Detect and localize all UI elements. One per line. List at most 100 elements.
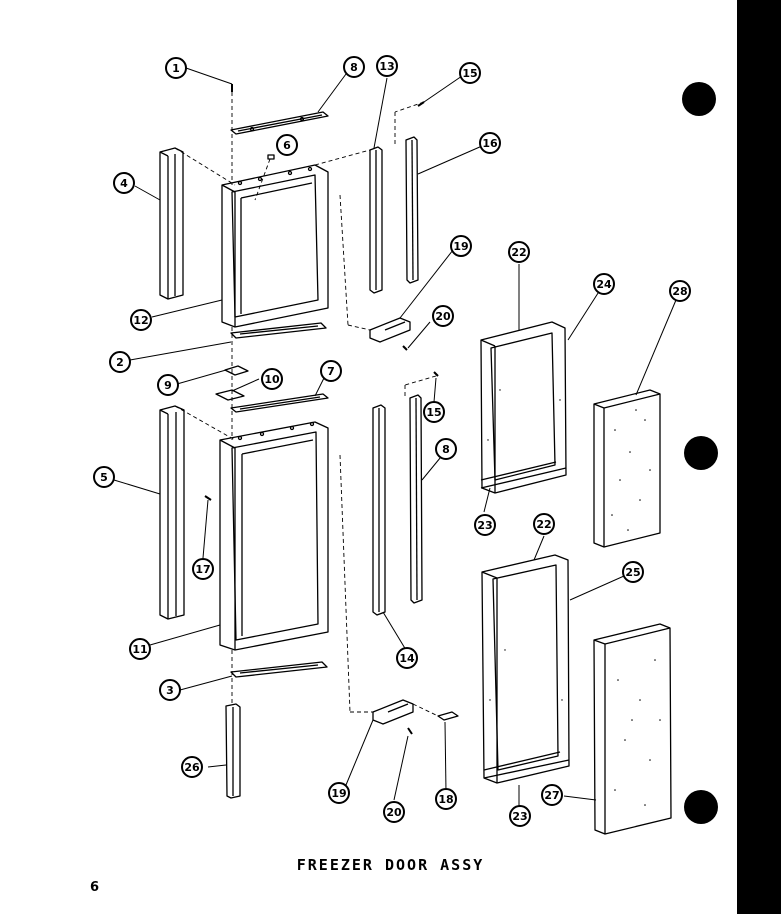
callout-bubble — [622, 561, 644, 583]
lower-door-frame — [219, 421, 329, 651]
callout-bubble — [541, 784, 563, 806]
page-number: 6 — [90, 880, 100, 895]
upper-right-rail — [405, 136, 419, 284]
top-channel-part — [230, 111, 329, 135]
upper-left-rail — [159, 147, 184, 300]
binder-hole — [682, 82, 716, 116]
callout-number: 10 — [264, 373, 280, 386]
callout-bubble — [459, 62, 481, 84]
callout-bubble — [423, 401, 445, 423]
callout-number: 15 — [426, 406, 441, 419]
callout-number: 26 — [184, 761, 200, 774]
callout-number: 5 — [100, 471, 108, 484]
callout-bubble — [343, 56, 365, 78]
callout-number: 22 — [536, 518, 551, 531]
callout-number: 13 — [379, 60, 394, 73]
upper-liner-panel — [593, 389, 661, 548]
bottom-channel-part — [230, 322, 327, 339]
screw-part — [402, 345, 408, 351]
hinge-part — [369, 317, 411, 343]
binder-hole — [684, 436, 718, 470]
hinge-part — [372, 699, 414, 725]
callout-number: 19 — [453, 240, 468, 253]
upper-gasket — [480, 321, 567, 494]
binder-hole — [684, 790, 718, 824]
callout-number: 1 — [172, 62, 180, 75]
lower-liner-panel — [593, 623, 672, 835]
callout-number: 15 — [462, 67, 477, 80]
callout-number: 14 — [399, 652, 415, 665]
callout-number: 8 — [350, 61, 358, 74]
callout-bubble — [320, 360, 342, 382]
bracket-part — [215, 389, 245, 401]
screw-part — [407, 727, 413, 735]
callout-number: 22 — [511, 246, 526, 259]
callout-number: 12 — [133, 314, 148, 327]
callout-bubble — [159, 679, 181, 701]
callout-bubble — [109, 351, 131, 373]
callout-number: 27 — [544, 789, 559, 802]
callout-number: 16 — [482, 137, 498, 150]
callout-number: 8 — [442, 443, 450, 456]
callout-bubble — [276, 134, 298, 156]
callout-bubble — [261, 368, 283, 390]
callout-bubble — [450, 235, 472, 257]
callout-bubble — [157, 374, 179, 396]
callout-bubble — [181, 756, 203, 778]
callout-bubble — [113, 172, 135, 194]
filler-strip-part — [225, 703, 241, 799]
callout-bubble — [479, 132, 501, 154]
callout-bubble — [509, 805, 531, 827]
assembly-lines — [174, 92, 439, 717]
upper-hinge-rail — [369, 146, 383, 294]
lower-right-rail — [409, 394, 423, 604]
callout-bubble — [129, 638, 151, 660]
callout-bubble — [93, 466, 115, 488]
callout-bubble — [533, 513, 555, 535]
callout-bubble — [669, 280, 691, 302]
callout-number: 18 — [438, 793, 453, 806]
callout-number: 3 — [166, 684, 174, 697]
callout-number: 7 — [327, 365, 335, 378]
lower-gasket — [481, 554, 570, 784]
callout-bubble — [396, 647, 418, 669]
bottom-channel-part — [230, 661, 328, 678]
callout-number: 20 — [435, 310, 451, 323]
callout-bubble — [508, 241, 530, 263]
callout-bubble — [593, 273, 615, 295]
callout-bubble — [435, 788, 457, 810]
page-edge-bar — [737, 0, 781, 914]
bracket-part — [224, 365, 249, 376]
lower-left-rail — [159, 405, 185, 620]
callout-bubble — [435, 438, 457, 460]
callout-number: 4 — [120, 177, 128, 190]
callout-bubble — [328, 782, 350, 804]
liner-texture — [487, 389, 661, 806]
screw-part — [204, 495, 212, 501]
callout-number: 9 — [164, 379, 172, 392]
callout-number: 23 — [477, 519, 492, 532]
callout-bubble — [192, 558, 214, 580]
callout-bubble — [376, 55, 398, 77]
callout-number: 20 — [386, 806, 402, 819]
top-channel-part — [230, 393, 329, 413]
callout-bubble — [432, 305, 454, 327]
callout-number: 2 — [116, 356, 124, 369]
callout-number: 11 — [132, 643, 147, 656]
callout-bubble — [383, 801, 405, 823]
callout-number: 19 — [331, 787, 346, 800]
callout-number: 23 — [512, 810, 527, 823]
leader-lines — [113, 67, 677, 814]
lower-hinge-rail — [372, 404, 386, 616]
callout-number: 25 — [625, 566, 640, 579]
callout-number: 6 — [283, 139, 291, 152]
callout-number: 28 — [672, 285, 687, 298]
callout-number: 17 — [195, 563, 210, 576]
callout-number: 24 — [596, 278, 612, 291]
callout-bubble — [165, 57, 187, 79]
callout-bubble — [130, 309, 152, 331]
screw-part — [433, 371, 439, 377]
upper-door-frame — [221, 164, 329, 328]
diagram-title: FREEZER DOOR ASSY — [296, 856, 485, 874]
